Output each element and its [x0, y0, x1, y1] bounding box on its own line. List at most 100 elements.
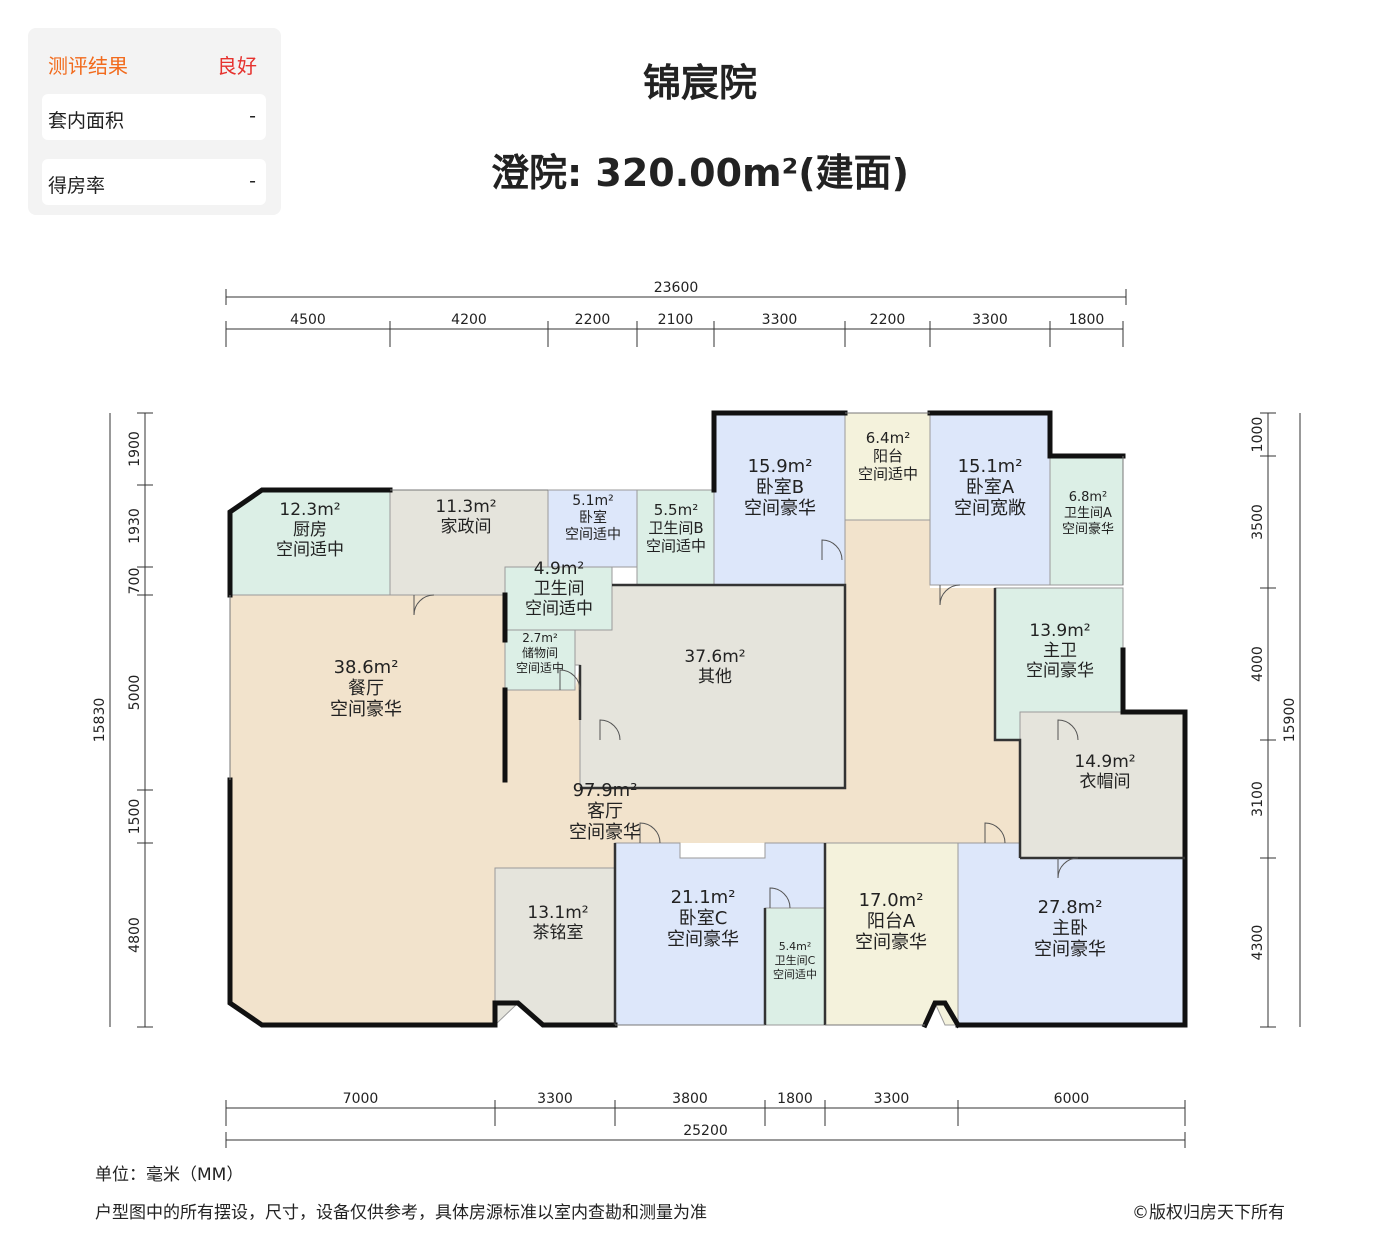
dimension-label: 2200 [870, 312, 906, 328]
dimension-label: 3300 [762, 312, 798, 328]
room-name-label: 储物间 [522, 645, 558, 660]
room-area-label: 11.3m² [435, 497, 496, 517]
dimension-total-label: 15900 [1282, 698, 1298, 743]
room-area-label: 14.9m² [1074, 752, 1135, 772]
room-rating-label: 空间豪华 [330, 699, 402, 720]
evaluation-card: 测评结果 良好 套内面积 - 得房率 - [28, 28, 281, 215]
inner-wall [993, 588, 1022, 858]
room-area-label: 21.1m² [671, 887, 736, 908]
room-rating-label: 空间适中 [858, 465, 918, 483]
room-name-label: 卫生间B [648, 519, 703, 537]
room-area-label: 4.9m² [534, 559, 584, 579]
dimension-total-label: 23600 [654, 280, 699, 296]
evaluation-row-ratio: 得房率 - [42, 159, 266, 205]
dimension-label: 4000 [1250, 646, 1266, 682]
dimension-label: 4500 [290, 312, 326, 328]
evaluation-row-area: 套内面积 - [42, 94, 266, 140]
evaluation-heading: 测评结果 [48, 54, 128, 78]
room-area-label: 13.1m² [527, 903, 588, 923]
room-area-label: 2.7m² [522, 631, 558, 645]
room-area-label: 12.3m² [279, 500, 340, 520]
dimension-label: 3300 [874, 1091, 910, 1107]
room-name-label: 阳台 [873, 447, 903, 465]
room-area-label: 6.8m² [1069, 490, 1108, 505]
room-rating-label: 空间适中 [276, 540, 344, 560]
dimension-label: 3800 [672, 1091, 708, 1107]
door-icon [1057, 857, 1079, 879]
room-dining [230, 595, 505, 1025]
door-icon [821, 539, 843, 561]
dimension-label: 3500 [1250, 504, 1266, 540]
room-name-label: 茶铭室 [533, 923, 584, 943]
dimension-label: 1500 [127, 799, 143, 835]
room-area-label: 38.6m² [334, 657, 399, 678]
room-area-label: 15.1m² [958, 456, 1023, 477]
wall [492, 1000, 618, 1028]
room-rating-label: 空间适中 [525, 599, 593, 619]
evaluation-result: 良好 [217, 54, 257, 78]
wall [711, 410, 848, 493]
door-icon [984, 822, 1006, 844]
room-name-label: 家政间 [441, 517, 492, 537]
room-rating-label: 空间豪华 [1026, 660, 1094, 681]
room-rating-label: 空间豪华 [1034, 939, 1106, 960]
room-area-label: 5.4m² [779, 940, 812, 953]
room-area-label: 13.9m² [1029, 621, 1090, 641]
room-rating-label: 空间豪华 [667, 929, 739, 950]
dimension-label: 1000 [1250, 417, 1266, 453]
room-area-label: 17.0m² [859, 890, 924, 911]
room-name-label: 衣帽间 [1080, 772, 1131, 792]
room-rating-label: 空间适中 [516, 660, 564, 675]
door-icon [939, 584, 961, 606]
room-rating-label: 空间豪华 [569, 822, 641, 843]
door-icon [413, 594, 435, 616]
room-rating-label: 空间豪华 [855, 932, 927, 953]
dimension-label: 1800 [1069, 312, 1105, 328]
evaluation-row-value: - [249, 105, 256, 127]
room-area-label: 6.4m² [866, 429, 910, 447]
dimension-label: 2100 [658, 312, 694, 328]
door-icon [1057, 719, 1079, 741]
dimension-label: 1900 [127, 431, 143, 467]
dimension-label: 1930 [127, 508, 143, 544]
dimension-total-label: 15830 [92, 698, 108, 743]
dimension-label: 700 [127, 568, 143, 595]
door-icon [639, 822, 661, 844]
room-name-label: 卫生间C [775, 953, 816, 967]
room-area-label: 5.5m² [654, 501, 698, 519]
room-area-label: 5.1m² [572, 493, 614, 509]
room-rating-label: 空间适中 [565, 527, 621, 543]
dimension-label: 3100 [1250, 781, 1266, 817]
room-rating-label: 空间适中 [646, 537, 706, 555]
room-rating-label: 空间宽敞 [954, 498, 1026, 519]
room-name-label: 主卫 [1043, 641, 1077, 661]
room-name-label: 卧室C [679, 908, 728, 929]
room-name-label: 卫生间 [534, 579, 585, 599]
room-name-label: 卧室B [756, 477, 804, 498]
room-name-label: 卫生间A [1064, 506, 1112, 521]
room-name-label: 卧室A [966, 477, 1015, 498]
room-name-label: 客厅 [587, 801, 623, 822]
wall [227, 487, 393, 598]
dimension-label: 3300 [537, 1091, 573, 1107]
dimension-label: 3300 [972, 312, 1008, 328]
unit-note: 单位：毫米（MM） [95, 1165, 244, 1185]
dimension-label: 4200 [451, 312, 487, 328]
door-icon [559, 669, 581, 691]
room-name-label: 卧室 [579, 509, 607, 526]
dimension-label: 4800 [127, 917, 143, 953]
dimension-label: 5000 [127, 675, 143, 711]
room-name-label: 餐厅 [348, 678, 384, 699]
dimension-total-label: 25200 [683, 1123, 728, 1139]
wall [227, 777, 498, 1028]
wall [927, 410, 1126, 459]
room-area-label: 27.8m² [1038, 897, 1103, 918]
dimension-label: 1800 [777, 1091, 813, 1107]
dimension-label: 7000 [343, 1091, 379, 1107]
copyright: ©版权归房天下所有 [1132, 1203, 1285, 1223]
evaluation-row-label: 套内面积 [48, 110, 125, 132]
page-title: 锦宸院 [642, 61, 757, 105]
dimension-label: 4300 [1250, 925, 1266, 961]
room-storage [504, 629, 576, 691]
